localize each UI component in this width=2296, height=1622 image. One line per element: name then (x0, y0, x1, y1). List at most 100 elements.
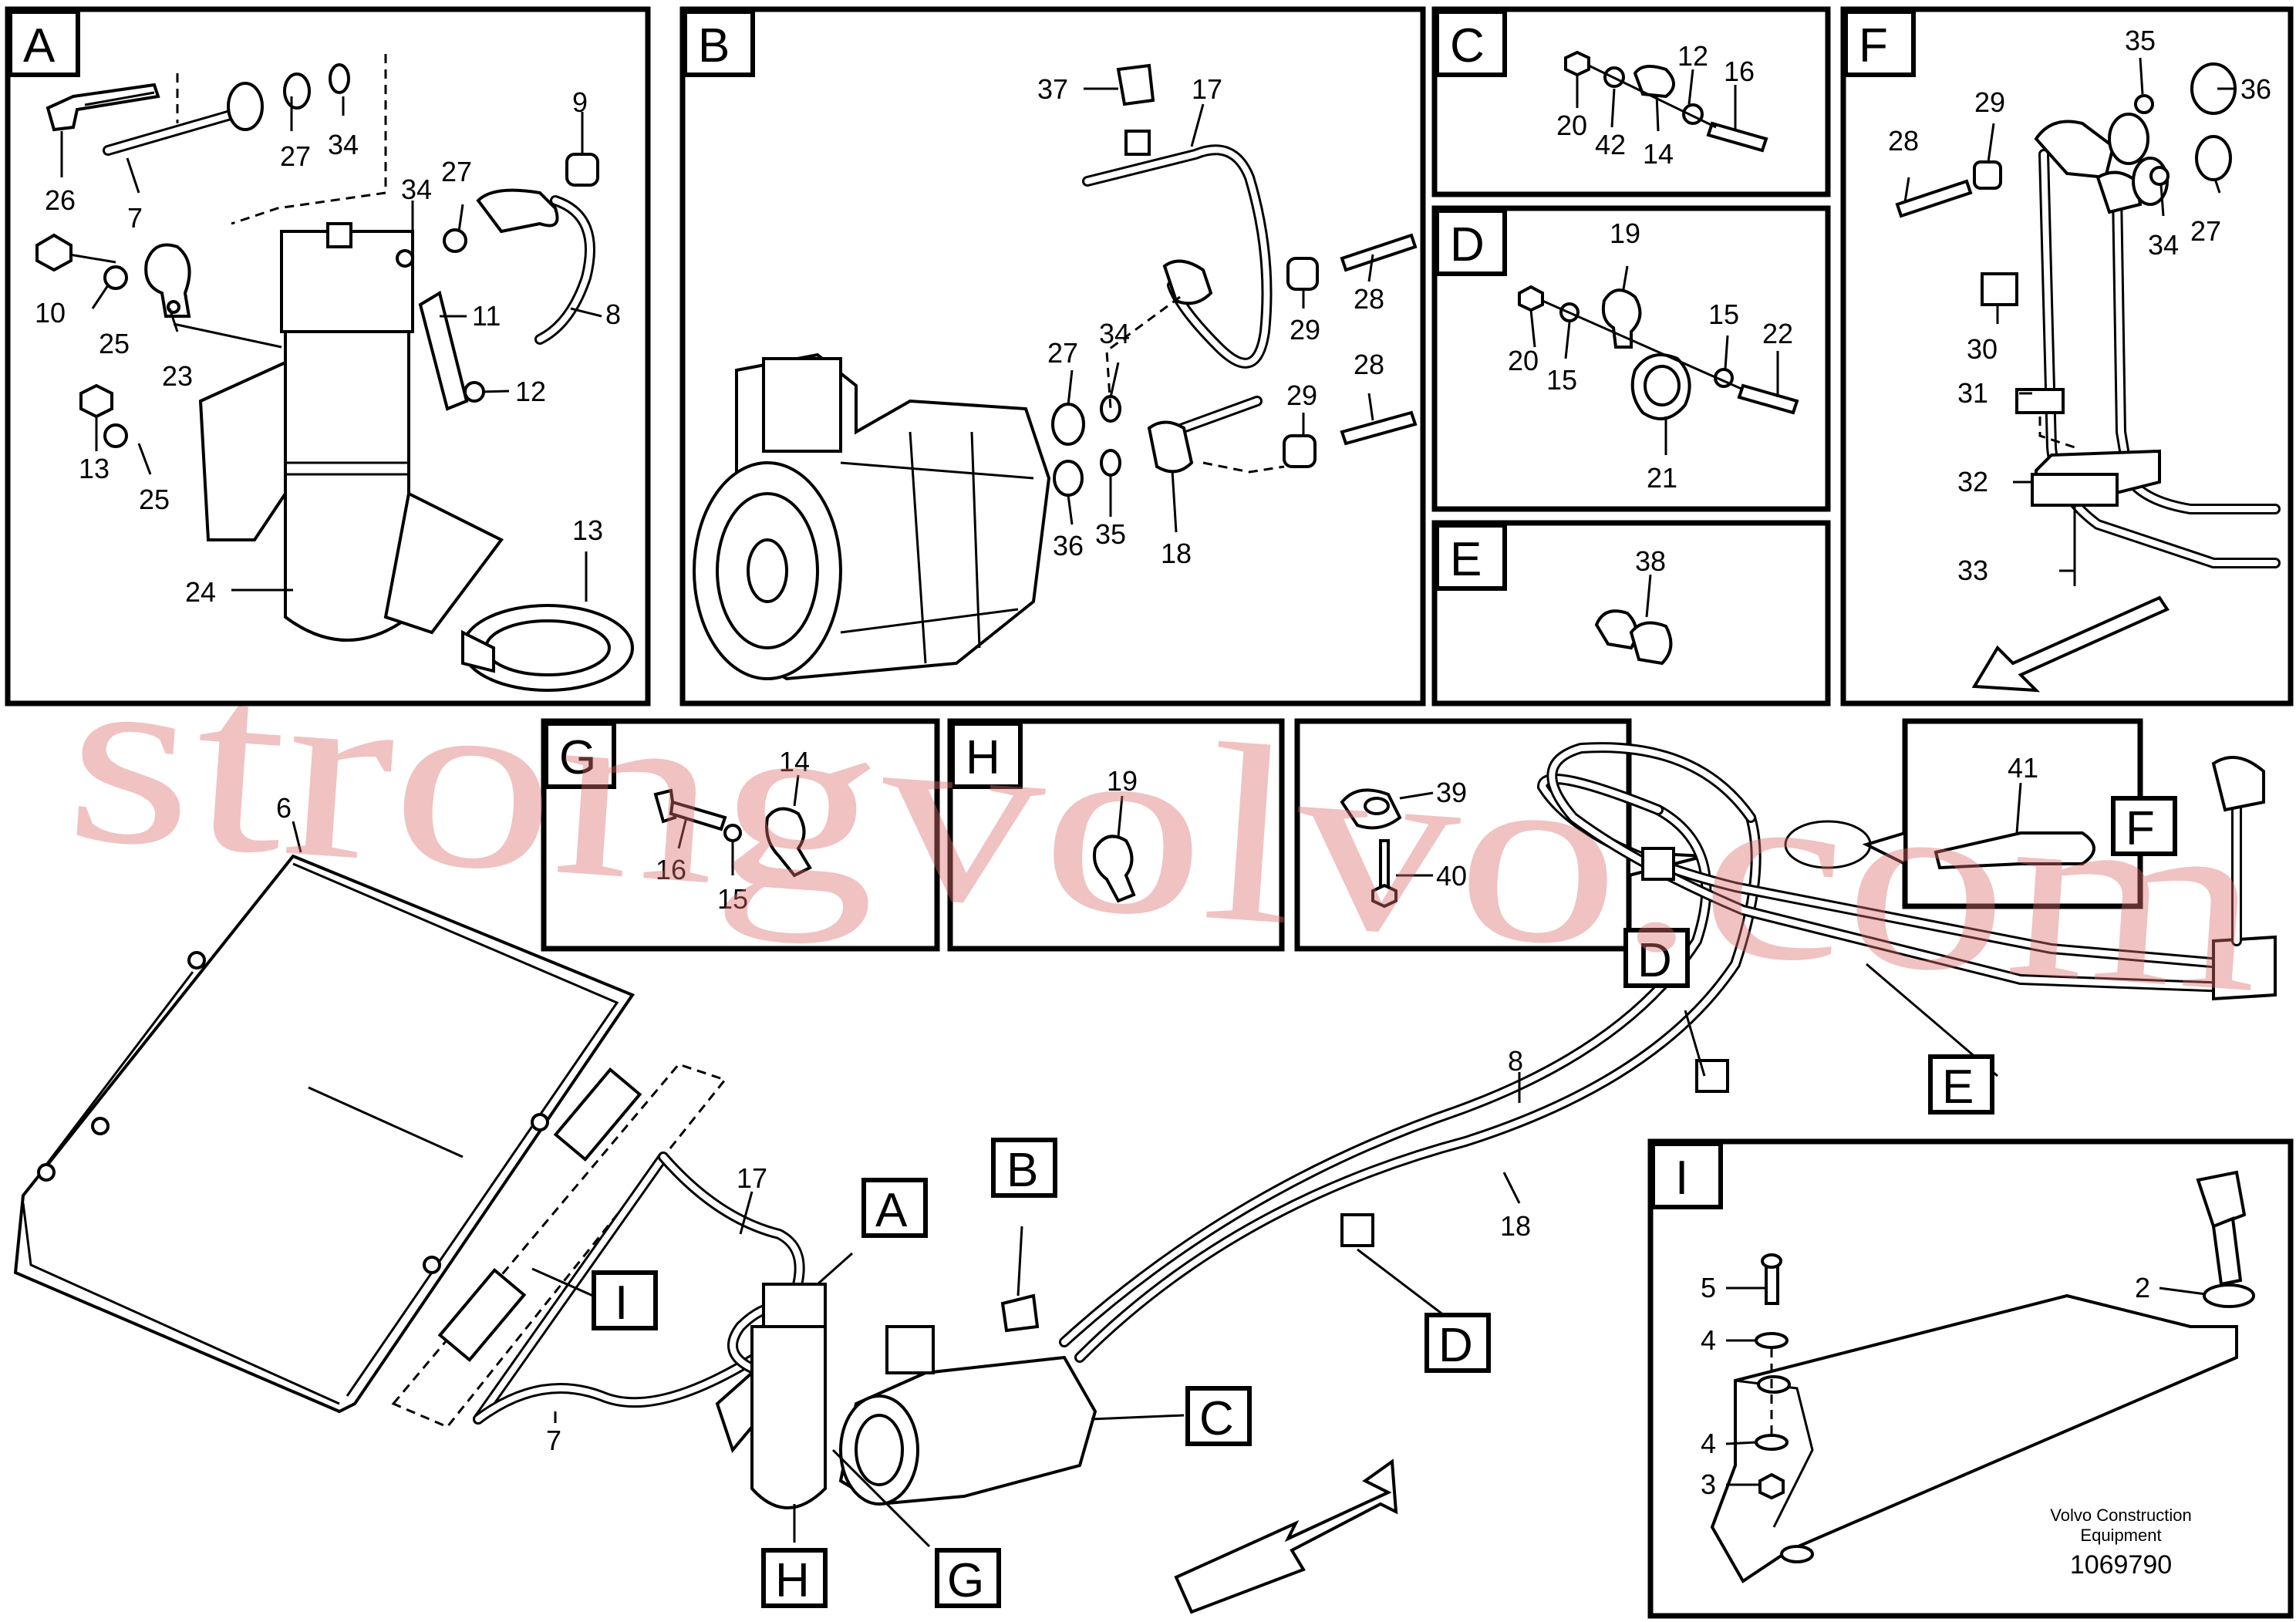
label-27-b: 27 (1047, 337, 1078, 369)
label-g-14: 14 (779, 746, 810, 777)
callout-h-text: H (775, 1554, 810, 1607)
callout-i-text: I (615, 1276, 628, 1330)
label-24: 24 (185, 576, 216, 608)
panel-i-tag: I (1675, 1152, 1688, 1205)
label-36: 36 (1053, 530, 1084, 561)
label-39: 39 (1436, 777, 1467, 808)
callout-g: G (935, 1548, 1001, 1608)
label-g-16: 16 (656, 854, 686, 885)
panel-d-tag: D (1450, 218, 1485, 271)
label-27: 27 (280, 140, 311, 172)
footer-company-line1: Volvo Construction (2050, 1506, 2191, 1525)
callout-a-text: A (875, 1184, 908, 1237)
main-label-6: 6 (276, 792, 292, 824)
compressor-drawing (693, 352, 1051, 681)
callout-g-text: G (947, 1554, 984, 1607)
main-label-18: 18 (1500, 1210, 1531, 1242)
label-27b: 27 (441, 156, 472, 187)
main-assembly: A B C D D E F G (13, 742, 2277, 1614)
receiver-drier-24-drawing (198, 222, 504, 642)
label-f-35: 35 (2125, 25, 2156, 56)
panel-b-tag: B (698, 19, 730, 73)
label-f-31: 31 (1957, 377, 1988, 409)
label-i-3: 3 (1701, 1469, 1716, 1500)
pipe-18-drawing (1147, 396, 1263, 474)
label-10: 10 (35, 297, 66, 329)
footer-doc-number: 1069790 (2070, 1550, 2172, 1580)
label-34b: 34 (401, 174, 432, 205)
label-c-16: 16 (1724, 56, 1755, 87)
panel-tie-41: 41 (1862, 718, 2143, 909)
label-d-15b: 15 (1708, 298, 1739, 330)
callout-c-text: C (1199, 1392, 1234, 1445)
label-25: 25 (99, 328, 130, 359)
label-c-14: 14 (1643, 138, 1674, 170)
callout-d-lower: D (1424, 1313, 1491, 1373)
label-d-19: 19 (1610, 218, 1640, 249)
panel-c: C 20 42 14 12 16 (1431, 6, 1831, 197)
main-label-7: 7 (546, 1425, 561, 1456)
label-9: 9 (572, 86, 588, 118)
panel-a-tag: A (23, 19, 56, 73)
label-f-36: 36 (2240, 73, 2271, 105)
label-13: 13 (79, 453, 110, 484)
callout-f: F (2111, 796, 2177, 856)
label-11: 11 (472, 300, 501, 332)
panel-e: E 38 (1431, 520, 1831, 706)
label-35: 35 (1095, 518, 1126, 550)
label-i-2: 2 (2135, 1272, 2150, 1303)
callout-i: I (592, 1270, 658, 1330)
panel-i: I 5 4 4 3 2 Volvo Construction Equipment… (1647, 1138, 2294, 1619)
label-40: 40 (1436, 860, 1467, 892)
main-label-8: 8 (1508, 1045, 1523, 1077)
panel-b: B (679, 6, 1426, 706)
fitting-9-drawing (476, 188, 595, 345)
label-29: 29 (1290, 314, 1320, 346)
label-13b: 13 (572, 514, 603, 546)
label-8: 8 (605, 298, 621, 330)
panel-a: A (5, 6, 651, 706)
hose-17-drawing (1082, 63, 1273, 369)
label-d-21: 21 (1647, 462, 1677, 494)
clamp-13-drawing (461, 604, 634, 692)
label-41: 41 (2008, 752, 2038, 784)
label-28b: 28 (1354, 349, 1384, 380)
label-23: 23 (162, 360, 193, 392)
panel-h: H 19 (947, 718, 1285, 952)
label-f-27: 27 (2190, 215, 2221, 247)
callout-f-text: F (2126, 802, 2155, 855)
label-f-28: 28 (1888, 125, 1919, 157)
label-f-34: 34 (2148, 229, 2179, 261)
callout-e-text: E (1942, 1061, 1974, 1114)
panel-f: F 35 36 29 (1840, 6, 2294, 706)
callout-h: H (761, 1548, 828, 1608)
label-f-33: 33 (1957, 555, 1988, 586)
callout-d-lower-text: D (1438, 1319, 1473, 1372)
panel-g-tag: G (559, 731, 596, 784)
label-25b: 25 (139, 484, 170, 515)
label-28: 28 (1354, 283, 1384, 315)
label-i-4b: 4 (1701, 1428, 1716, 1459)
callout-a: A (861, 1178, 928, 1238)
panel-f-tag: F (1859, 19, 1888, 73)
label-f-29: 29 (1974, 86, 2005, 118)
label-f-30: 30 (1967, 333, 1998, 365)
bolt-26-drawing (46, 83, 160, 132)
label-c-12: 12 (1677, 40, 1708, 72)
callout-b: B (991, 1138, 1057, 1198)
label-7: 7 (127, 202, 143, 234)
main-label-17: 17 (737, 1162, 767, 1194)
label-h-19: 19 (1107, 765, 1138, 797)
label-17: 17 (1192, 73, 1222, 105)
panel-c-tag: C (1450, 19, 1485, 73)
footer-company-line2: Equipment (2080, 1526, 2161, 1545)
label-d-15: 15 (1546, 364, 1577, 396)
label-i-5: 5 (1701, 1272, 1716, 1303)
label-34: 34 (328, 129, 359, 160)
panel-d: D 19 20 15 15 22 21 (1431, 205, 1831, 512)
clamp-23-drawing (144, 243, 191, 318)
label-f-32: 32 (1957, 466, 1988, 497)
label-12: 12 (515, 376, 546, 407)
panel-h-tag: H (966, 731, 1000, 784)
